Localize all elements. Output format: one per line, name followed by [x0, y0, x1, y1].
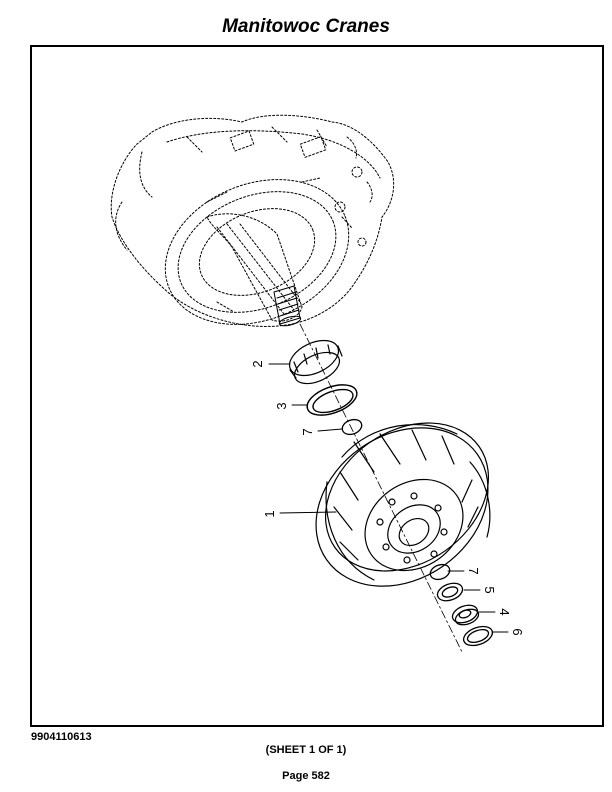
callout-7-upper: 7: [300, 428, 315, 435]
assembly-center-line: [299, 323, 463, 653]
diagram-frame: 2 3 7 1 7 5 4 6: [30, 45, 604, 727]
callout-2: 2: [250, 360, 265, 367]
callout-5: 5: [482, 586, 497, 593]
ring-nut-part: [288, 339, 343, 385]
callout-1: 1: [262, 510, 277, 517]
document-number: 9904110613: [31, 731, 92, 743]
page-number: Page 582: [282, 770, 330, 782]
snap-ring-part: [306, 384, 358, 416]
callout-7-lower: 7: [466, 567, 481, 574]
sheet-indicator: (SHEET 1 OF 1): [265, 744, 347, 756]
exploded-parts-diagram: 2 3 7 1 7 5 4 6: [110, 114, 525, 653]
callout-6: 6: [510, 628, 525, 635]
transmission-housing-phantom: [110, 114, 395, 327]
callout-leader-lines: [268, 363, 509, 633]
shaft-end: [273, 285, 302, 327]
callout-4: 4: [497, 608, 512, 615]
upper-o-ring-part: [341, 418, 363, 436]
page-title: Manitowoc Cranes: [222, 16, 390, 37]
callout-3: 3: [274, 402, 289, 409]
lower-o-ring-part: [429, 563, 451, 581]
washer-part: [436, 582, 464, 602]
seal-part: [451, 604, 480, 626]
retaining-ring-part: [462, 625, 494, 647]
converter-assembly-part: [315, 422, 491, 587]
